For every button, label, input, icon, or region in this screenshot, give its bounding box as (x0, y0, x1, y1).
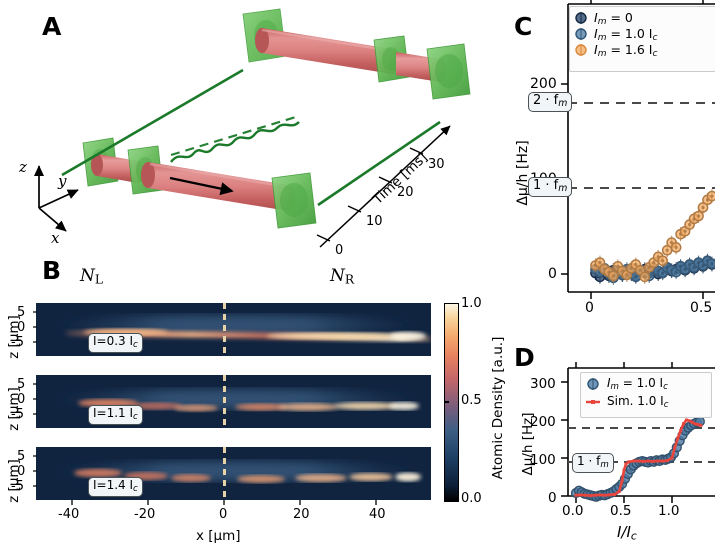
divider-dashed-row-2 (223, 375, 226, 428)
panel-b-letter: B (42, 256, 62, 285)
panel-b-r3-ytick-5: 5 (17, 449, 26, 464)
panel-c-xtick-0: 0 (585, 300, 594, 316)
panel-d-ytick-200: 200 (530, 414, 556, 430)
panel-d-ytick-100: 100 (530, 452, 556, 468)
colorbar-tick-1: 1.0 (461, 296, 482, 311)
time-tick-30: 30 (428, 157, 445, 172)
panel-b-r2-ytick-m5: -5 (11, 407, 24, 422)
panel-c-legend: Im = 0 Im = 1.0 Ic Im = 1.6 Ic (569, 6, 715, 72)
barrier-plate-lower-right (271, 172, 317, 229)
panel-d-legend: Im = 1.0 Ic Sim. 1.0 Ic (580, 372, 712, 418)
panel-b-xtick-0: 0 (219, 507, 228, 522)
panel-d-letter: D (514, 343, 535, 372)
axis-label-y: y (58, 172, 67, 190)
panel-b-r1-ytick-0: 0 (17, 320, 26, 335)
panel-b-xtick-20: 20 (293, 507, 310, 522)
connector-line-right (317, 120, 441, 207)
panel-b-x-ticks (71, 500, 377, 505)
time-axis (316, 125, 451, 248)
panel-b-xtick--20: -20 (134, 507, 156, 522)
legend-marker-icon (575, 28, 587, 40)
legend-marker-icon (587, 378, 599, 390)
axis-label-x: x (51, 229, 60, 247)
panel-b-r2-ytick-5: 5 (17, 377, 26, 392)
panel-d-xtick-1.0: 1.0 (658, 503, 680, 519)
panel-d-ytick-300: 300 (530, 376, 556, 392)
panel-b-r1-ytick-5: 5 (17, 305, 26, 320)
panel-c-legend-item-2: Im = 1.6 Ic (574, 42, 714, 58)
atom-tube-lower-main (141, 162, 295, 211)
panel-d-ylabel: Δµ/h [Hz] (520, 412, 536, 476)
panel-d-xtick-0: 0.0 (562, 503, 584, 519)
divider-dashed-row-3 (223, 447, 226, 500)
panel-b-r3-ytick-m5: -5 (11, 479, 24, 494)
panel-c-plot (561, 0, 715, 312)
panel-b-xtick--40: -40 (58, 507, 80, 522)
panel-b-r3-ylabel: z [µm] (6, 459, 22, 503)
label-NL: NL (80, 266, 103, 287)
panel-d-xtick-0.5: 0.5 (610, 503, 632, 519)
time-tick-0: 0 (335, 243, 344, 258)
panel-d-ytick-0: 0 (548, 490, 557, 506)
legend-marker-icon (575, 12, 587, 24)
colorbar-label: Atomic Density [a.u.] (490, 336, 506, 480)
panel-c-xtick-0.5: 0.5 (690, 300, 713, 316)
panel-c-letter: C (514, 12, 533, 41)
panel-b-xlabel: x [µm] (196, 528, 241, 544)
panel-b-xtick-40: 40 (369, 507, 386, 522)
panel-a-letter: A (42, 12, 62, 41)
barrier-plate-upper-right (426, 43, 471, 100)
density-image-row-1 (36, 303, 431, 356)
divider-dashed-row-1 (223, 303, 226, 356)
panel-d-hline-label-1fm: 1 · fm (572, 453, 614, 473)
axes-triad-panel-a (33, 165, 79, 232)
panel-c-hline-label-1fm: 1 · fm (528, 177, 573, 197)
panel-c-ytick-0: 0 (548, 266, 557, 282)
row-2-annotation: I=1.1 Ic (88, 405, 143, 425)
motion-arrow (169, 176, 234, 196)
panel-c-hline-label-2fm: 2 · fm (528, 92, 573, 112)
label-NR: NR (330, 266, 355, 287)
time-tick-10: 10 (366, 214, 383, 229)
panel-b-r2-ytick-0: 0 (17, 392, 26, 407)
modulation-trace (170, 114, 300, 163)
panel-d-plot (561, 362, 715, 508)
colorbar-tick-0.5: 0.5 (461, 393, 482, 408)
panel-b-r1-ylabel: z [µm] (6, 315, 22, 359)
colorbar (444, 303, 459, 502)
panel-c-ylabel: Δµ/h [Hz] (515, 140, 531, 206)
panel-b-r2-ylabel: z [µm] (6, 387, 22, 431)
panel-c-legend-item-1: Im = 1.0 Ic (574, 26, 714, 42)
panel-a-schematic (33, 8, 471, 248)
time-tick-20: 20 (397, 185, 414, 200)
panel-c-ytick-200: 200 (530, 76, 557, 92)
connector-line-left (61, 68, 244, 177)
legend-line-icon (586, 400, 600, 404)
panel-b-r1-ytick-m5: -5 (11, 335, 24, 350)
row-1-annotation: I=0.3 Ic (88, 333, 143, 353)
panel-d-xlabel: I/Ic (617, 523, 637, 543)
panel-b-r3-ytick-0: 0 (17, 464, 26, 479)
colorbar-tick-0: 0.0 (461, 491, 482, 506)
panel-d-legend-item-0: Im = 1.0 Ic (585, 375, 707, 393)
panel-d-legend-item-1: Sim. 1.0 Ic (585, 393, 707, 411)
axis-label-z: z (19, 158, 27, 176)
row-3-annotation: I=1.4 Ic (88, 477, 143, 497)
legend-marker-icon (575, 44, 587, 56)
panel-b-y-ticks (33, 311, 37, 487)
panel-c-legend-item-0: Im = 0 (574, 10, 714, 26)
